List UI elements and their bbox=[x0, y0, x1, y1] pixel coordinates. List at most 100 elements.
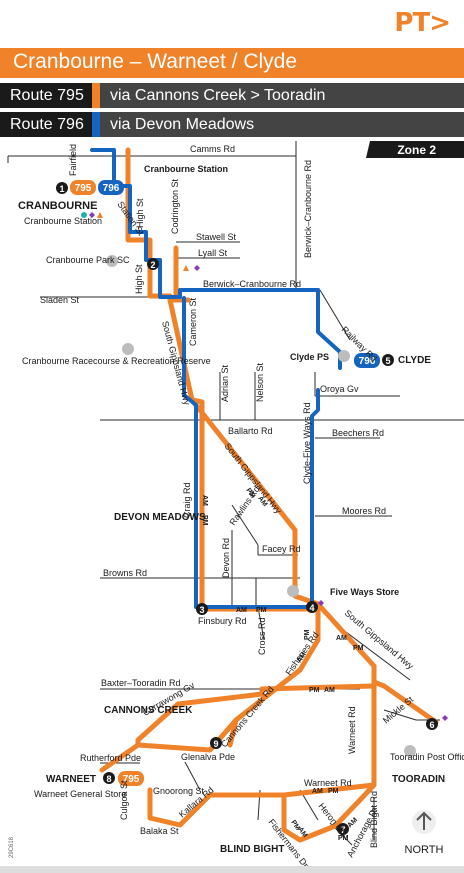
street-culgoa: Culgoa St bbox=[119, 780, 129, 820]
street-rutherford: Rutherford Pde bbox=[80, 753, 141, 763]
badge-795-cranbourne: 795 bbox=[75, 183, 92, 194]
ptv-logo: PT> bbox=[394, 8, 451, 38]
street-beechers: Beechers Rd bbox=[332, 428, 384, 438]
street-craig: Craig Rd bbox=[182, 482, 192, 518]
header: PT> bbox=[0, 0, 464, 48]
tag-pm-sgh: PM bbox=[353, 645, 364, 652]
street-sladen: Sladen St bbox=[40, 295, 80, 305]
street-devon: Devon Rd bbox=[221, 538, 231, 578]
stop-8: 8 bbox=[106, 774, 111, 784]
place-devon-meadows: DEVON MEADOWS bbox=[114, 512, 206, 523]
place-five-ways: Five Ways Store bbox=[330, 587, 399, 597]
badge-795-warneet: 795 bbox=[123, 774, 140, 785]
route-796-colour-bar bbox=[92, 112, 100, 137]
stop-3: 3 bbox=[199, 605, 204, 615]
street-finsbury: Finsbury Rd bbox=[198, 616, 247, 626]
place-warneet: WARNEET bbox=[46, 774, 96, 785]
tag-am-baxter: AM bbox=[324, 687, 335, 694]
map-code: 29C618 bbox=[9, 836, 15, 858]
place-cranbourne-station-top: Cranbourne Station bbox=[144, 164, 228, 174]
street-warneet-rd-v: Warneet Rd bbox=[347, 706, 357, 754]
badge-796-clyde: 796 bbox=[359, 356, 376, 367]
place-tooradin-po: Tooradin Post Office bbox=[390, 752, 464, 762]
street-high-south: High St bbox=[134, 264, 144, 294]
stop-2: 2 bbox=[150, 260, 155, 270]
street-berwick-cranbourne-h: Berwick–Cranbourne Rd bbox=[203, 279, 301, 289]
tag-am-finsbury: AM bbox=[236, 607, 247, 614]
mode-icons bbox=[81, 212, 448, 721]
route-796-name: Route 796 bbox=[0, 112, 92, 137]
badge-796-cranbourne: 796 bbox=[103, 183, 120, 194]
route-map-svg: Zone 2 bbox=[7, 141, 464, 870]
street-cameron: Cameron St bbox=[188, 297, 198, 346]
place-cranbourne-station: Cranbourne Station bbox=[24, 216, 102, 226]
stop-9: 9 bbox=[213, 739, 218, 749]
route-row-796: Route 796 via Devon Meadows bbox=[0, 112, 464, 137]
street-baxter-tooradin: Baxter–Tooradin Rd bbox=[101, 678, 181, 688]
stop-5: 5 bbox=[385, 356, 390, 366]
street-ballarto: Ballarto Rd bbox=[228, 426, 273, 436]
route-badges: 795 796 796 795 bbox=[70, 180, 380, 786]
route-795-name: Route 795 bbox=[0, 83, 92, 108]
street-oroya: Oroya Gv bbox=[320, 384, 359, 394]
north-label: NORTH bbox=[405, 844, 444, 856]
route-map: Zone 2 bbox=[0, 141, 464, 873]
street-facey: Facey Rd bbox=[262, 544, 301, 554]
place-cranbourne: CRANBOURNE bbox=[18, 200, 97, 212]
north-arrow: NORTH bbox=[405, 810, 444, 856]
street-blind-bight-rd: Blind Bight Rd bbox=[369, 791, 379, 848]
street-lyall: Lyall St bbox=[198, 248, 228, 258]
place-warneet-gs: Warneet General Store bbox=[34, 789, 126, 799]
stop-6: 6 bbox=[429, 720, 434, 730]
stop-1: 1 bbox=[59, 184, 64, 194]
street-south-gippsland-hwy-2: South Gippsland Hwy bbox=[222, 441, 283, 516]
place-tooradin: TOORADIN bbox=[392, 774, 445, 785]
street-south-gippsland-hwy-3: South Gippsland Hwy bbox=[343, 608, 416, 672]
place-cannons-creek: CANNONS CREEK bbox=[104, 705, 193, 716]
route-795-via: via Cannons Creek > Tooradin bbox=[110, 87, 326, 104]
tag-pm-baxter: PM bbox=[309, 687, 320, 694]
street-high-north: High St bbox=[135, 198, 145, 228]
street-fairfield: Fairfield St bbox=[68, 141, 78, 176]
street-berwick-cranbourne-v: Berwick–Cranbourne Rd bbox=[303, 160, 313, 258]
zone-text: Zone 2 bbox=[397, 143, 436, 157]
place-clyde-ps: Clyde PS bbox=[290, 352, 329, 362]
street-adrian: Adrian St bbox=[220, 364, 230, 402]
place-park-sc: Cranbourne Park SC bbox=[46, 255, 130, 265]
street-stawell: Stawell St bbox=[196, 232, 237, 242]
tag-pm-finsbury: PM bbox=[256, 607, 267, 614]
route-796-via: via Devon Meadows bbox=[110, 116, 255, 133]
street-labels: Camms Rd Fairfield St Station St High St… bbox=[40, 141, 416, 870]
street-gnoorong: Gnoorong St bbox=[153, 786, 205, 796]
tag-pm-warneet: PM bbox=[328, 788, 339, 795]
street-clyde-five-ways: Clyde-Five Ways Rd bbox=[302, 402, 312, 484]
landmarks bbox=[106, 255, 416, 757]
tag-pm-hwy: PM bbox=[244, 487, 256, 500]
place-labels: Cranbourne Station CRANBOURNE Cranbourne… bbox=[18, 164, 464, 855]
street-cross: Cross Rd bbox=[257, 617, 267, 655]
place-racecourse: Cranbourne Racecourse & Recreation Reser… bbox=[22, 356, 211, 366]
street-codrington: Codrington St bbox=[170, 178, 180, 234]
tag-am-craig: AM bbox=[201, 495, 208, 506]
route-795-colour-bar bbox=[92, 83, 100, 108]
place-blind-bight: BLIND BIGHT bbox=[220, 844, 284, 855]
street-moores: Moores Rd bbox=[342, 506, 386, 516]
bottom-rule bbox=[0, 866, 464, 873]
stop-markers: 1 2 3 4 5 6 7 8 9 bbox=[56, 182, 438, 835]
page-title: Cranbourne – Warneet / Clyde bbox=[13, 50, 298, 73]
tag-am-warneet: AM bbox=[312, 788, 323, 795]
tag-pm-cross: PM bbox=[304, 629, 311, 640]
street-warneet-rd-h: Warneet Rd bbox=[304, 778, 352, 788]
title-bar: Cranbourne – Warneet / Clyde bbox=[0, 48, 464, 78]
zone-label: Zone 2 bbox=[366, 141, 464, 158]
stop-7: 7 bbox=[340, 825, 345, 835]
time-tags: AM PM PM AM AM PM AM PM PM AM PM AM AM P… bbox=[201, 487, 364, 842]
street-browns: Browns Rd bbox=[103, 568, 147, 578]
stop-4: 4 bbox=[309, 603, 314, 613]
street-balaka: Balaka St bbox=[140, 826, 179, 836]
tag-pm-heron: PM bbox=[338, 835, 349, 842]
roads bbox=[7, 141, 464, 846]
street-camms: Camms Rd bbox=[190, 144, 235, 154]
tag-pm-fishermans: PM bbox=[289, 819, 301, 832]
place-clyde: CLYDE bbox=[398, 355, 431, 366]
